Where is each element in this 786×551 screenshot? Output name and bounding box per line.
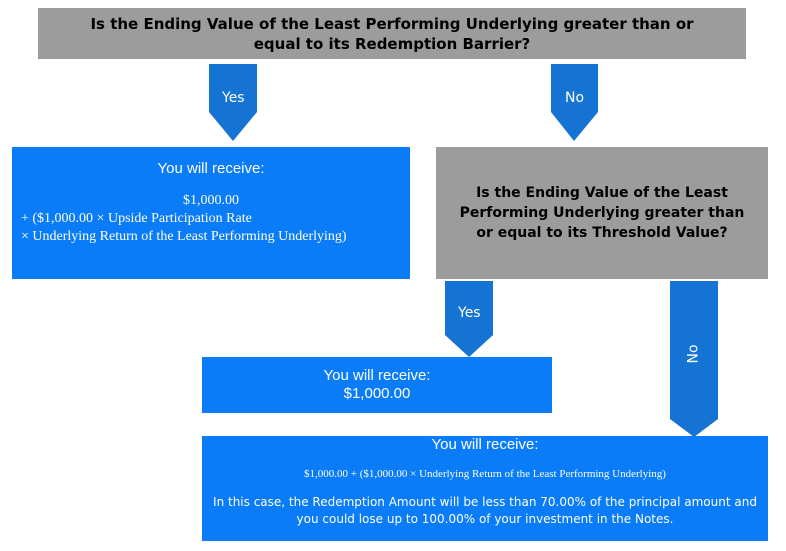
no-arrow-1-label: No — [565, 90, 585, 106]
result-box-principal-heading: You will receive: — [323, 367, 431, 384]
result-box-loss-heading: You will receive: — [431, 436, 539, 453]
no-arrow-2 — [670, 281, 718, 437]
question-redemption-barrier-text: Is the Ending Value of the Least Perform… — [90, 14, 694, 53]
result-box-principal-line1: $1,000.00 — [343, 385, 411, 402]
result-box-loss-formula: $1,000.00 + ($1,000.00 × Underlying Retu… — [304, 468, 666, 480]
question-threshold-value-text: Is the Ending Value of the Least Perform… — [459, 185, 745, 241]
yes-arrow-2 — [445, 281, 493, 357]
result-box-upside-line1: $1,000.00 — [183, 193, 239, 208]
result-box-loss: You will receive: $1,000.00 + ($1,000.00… — [202, 436, 768, 541]
result-box-upside: You will receive: $1,000.00 + ($1,000.00… — [12, 147, 410, 279]
yes-arrow-2-label: Yes — [458, 305, 481, 321]
no-arrow-2-label: No — [685, 344, 702, 364]
no-arrow-1 — [551, 64, 598, 141]
result-box-upside-line3: × Underlying Return of the Least Perform… — [21, 229, 347, 244]
question-threshold-value: Is the Ending Value of the Least Perform… — [436, 147, 768, 279]
question-redemption-barrier: Is the Ending Value of the Least Perform… — [38, 8, 746, 59]
yes-arrow-1 — [209, 64, 257, 141]
result-box-upside-heading: You will receive: — [157, 160, 265, 177]
result-box-loss-note: In this case, the Redemption Amount will… — [213, 495, 757, 526]
result-box-principal: You will receive: $1,000.00 — [202, 357, 552, 413]
result-box-upside-line2: + ($1,000.00 × Upside Participation Rate — [21, 211, 252, 226]
yes-arrow-1-label: Yes — [222, 90, 245, 106]
